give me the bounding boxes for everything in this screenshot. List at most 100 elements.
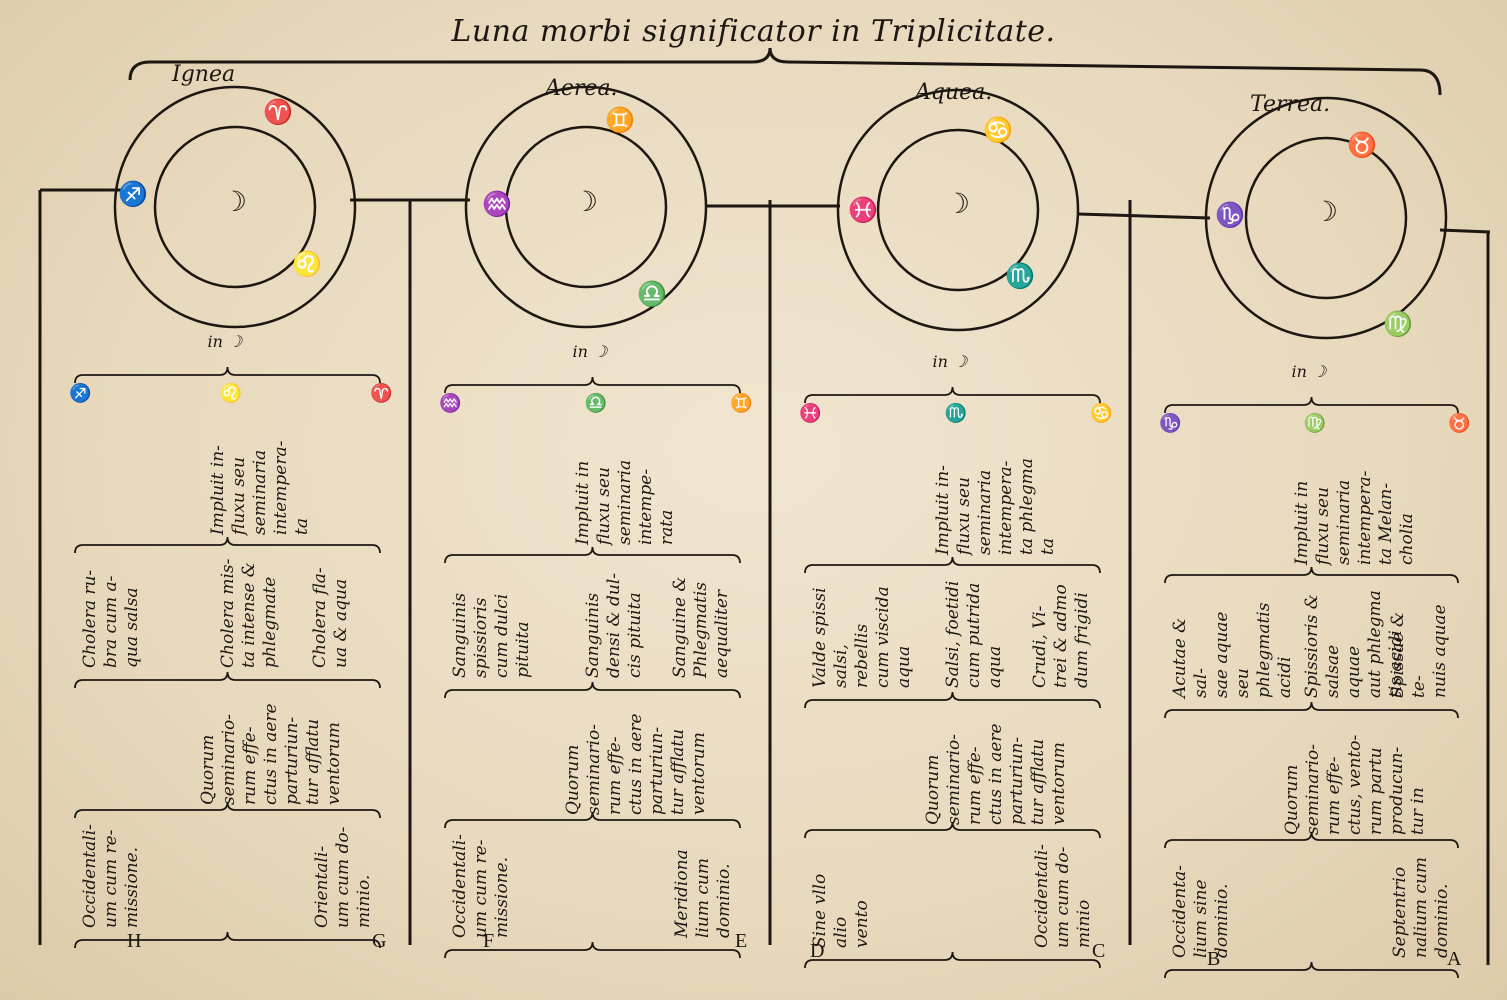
sign-mid-icon: ♎ <box>584 393 607 414</box>
page-title: Luna morbi significator in Triplicitate. <box>451 14 1056 49</box>
sign-mid-icon: ♏ <box>944 403 967 424</box>
humor-right-text: Cholera fla- ua & aqua <box>310 567 351 668</box>
zodiac-sign-icon: ♍ <box>1383 310 1413 338</box>
wind-left-text: Sine vllo alio vento <box>810 873 872 948</box>
quorum-text: Quorum seminario- rum effe- ctus, vento-… <box>1281 734 1428 835</box>
quorum-bracket <box>804 691 1101 709</box>
sign-mid-icon: ♍ <box>1303 413 1326 434</box>
moon-icon: ☽ <box>1313 195 1339 228</box>
influx-text: Impluit in- fluxu seu seminaria intemper… <box>932 458 1058 555</box>
bottom-bracket <box>444 941 741 959</box>
quorum-bracket <box>1164 701 1459 719</box>
zodiac-sign-icon: ♈ <box>263 98 293 126</box>
zodiac-sign-icon: ♐ <box>118 180 148 208</box>
zodiac-sign-icon: ♓ <box>848 196 878 224</box>
zodiac-sign-icon: ♑ <box>1215 201 1245 229</box>
in-moon-label: in ☽ <box>207 332 243 351</box>
inner-circle <box>504 125 668 289</box>
outer-circle <box>836 88 1080 332</box>
wind-right-text: Occidentali- um cum do- minio <box>1032 844 1094 948</box>
zodiac-sign-icon: ♉ <box>1347 131 1377 159</box>
sign-right-icon: ♉ <box>1448 413 1471 434</box>
humor-bracket <box>74 536 381 554</box>
humor-mid-text: Sanguinis densi & dul- cis pituita <box>582 572 645 678</box>
influx-text: Impluit in fluxu seu seminaria intempera… <box>1291 470 1417 565</box>
zodiac-sign-icon: ♏ <box>1005 262 1035 290</box>
humor-mid-text: Cholera mis- ta intense & phlegmate <box>217 558 280 668</box>
sign-right-icon: ♊ <box>730 393 753 414</box>
sign-left-icon: ♐ <box>69 383 92 404</box>
sign-mid-icon: ♌ <box>219 383 242 404</box>
zodiac-sign-icon: ♒ <box>482 190 512 218</box>
humor-mid-text: Spissioris & salsae aquae aut phlegma ti… <box>1301 590 1406 698</box>
zodiac-sign-icon: ♎ <box>637 280 667 308</box>
outer-circle <box>113 85 357 329</box>
sign-bracket <box>804 386 1101 404</box>
sign-bracket <box>1164 396 1459 414</box>
zodiac-sign-icon: ♋ <box>983 116 1013 144</box>
column-letter-right: G <box>372 930 387 952</box>
column-letter-left: B <box>1207 948 1221 970</box>
moon-icon: ☽ <box>573 185 599 218</box>
humor-right-text: Sanguine & Phlegmatis aequaliter <box>670 576 732 678</box>
sign-left-icon: ♑ <box>1159 413 1182 434</box>
quorum-text: Quorum seminario- rum effe- ctus in aere… <box>197 703 344 805</box>
zodiac-sign-icon: ♌ <box>292 250 322 278</box>
quorum-bracket <box>444 681 741 699</box>
wind-bracket <box>444 811 741 829</box>
inner-circle <box>876 128 1040 292</box>
connector-line <box>1439 228 1491 234</box>
element-label: Aquea. <box>915 80 993 105</box>
quorum-text: Quorum seminario- rum effe- ctus in aere… <box>562 713 709 815</box>
column-letter-right: E <box>735 930 748 952</box>
humor-left-text: Acutae & sal- sae aquae seu phlegmatis a… <box>1170 602 1295 698</box>
humor-right-text: Crudi, Vi- trei & admo dum frigidi <box>1030 584 1092 688</box>
top-brace <box>128 47 1442 96</box>
humor-left-text: Valde spissi salsi, rebellis cum viscida… <box>810 586 914 688</box>
in-moon-label: in ☽ <box>1291 362 1327 381</box>
sign-left-icon: ♓ <box>799 403 822 424</box>
humor-bracket <box>804 556 1101 574</box>
element-label: Ignea <box>172 62 236 87</box>
sign-right-icon: ♋ <box>1090 403 1113 424</box>
bottom-bracket <box>74 931 381 949</box>
wind-bracket <box>1164 831 1459 849</box>
column-letter-left: F <box>483 930 495 952</box>
wind-left-text: Occidentali- um cum re- missione. <box>450 834 512 938</box>
bottom-bracket <box>1164 961 1459 979</box>
wind-right-text: Orientali- um cum do- minio. <box>312 826 374 928</box>
element-label: Terrea. <box>1250 92 1331 117</box>
humor-bracket <box>444 546 741 564</box>
wind-left-text: Occidentali- um cum re- missione. <box>80 824 142 928</box>
in-moon-label: in ☽ <box>932 352 968 371</box>
column-letter-right: A <box>1447 948 1462 970</box>
sign-bracket <box>444 376 741 394</box>
wind-bracket <box>74 801 381 819</box>
connector-line <box>1077 212 1211 220</box>
wind-right-text: Septentrio nalium cum dominio. <box>1390 856 1452 958</box>
in-moon-label: in ☽ <box>572 342 608 361</box>
moon-icon: ☽ <box>945 187 971 220</box>
outer-circle <box>464 85 708 329</box>
outer-circle <box>1204 96 1448 340</box>
quorum-text: Quorum seminario- rum effe- ctus in aere… <box>922 723 1069 825</box>
influx-text: Impluit in fluxu seu seminaria intempe- … <box>572 459 677 545</box>
influx-text: Impluit in- fluxu seu seminaria intemper… <box>207 440 312 535</box>
humor-left-text: Sanguinis spissioris cum dulci pituita <box>450 592 533 678</box>
element-label: Aerea. <box>545 76 618 101</box>
moon-icon: ☽ <box>222 185 248 218</box>
wind-bracket <box>804 821 1101 839</box>
bottom-bracket <box>804 951 1101 969</box>
humor-mid-text: Salsi, foetidi cum putrida aqua <box>942 580 1005 688</box>
sign-left-icon: ♒ <box>439 393 462 414</box>
wind-left-text: Occidenta- lium sine dominio. <box>1170 864 1232 958</box>
inner-circle <box>153 125 317 289</box>
zodiac-sign-icon: ♊ <box>605 106 635 134</box>
sign-bracket <box>74 366 381 384</box>
wind-right-text: Meridiona lium cum dominio. <box>672 849 734 938</box>
column-letter-left: D <box>810 940 825 962</box>
sign-right-icon: ♈ <box>370 383 393 404</box>
inner-circle <box>1244 136 1408 300</box>
humor-left-text: Cholera ru- bra cum a- qua salsa <box>80 569 142 668</box>
